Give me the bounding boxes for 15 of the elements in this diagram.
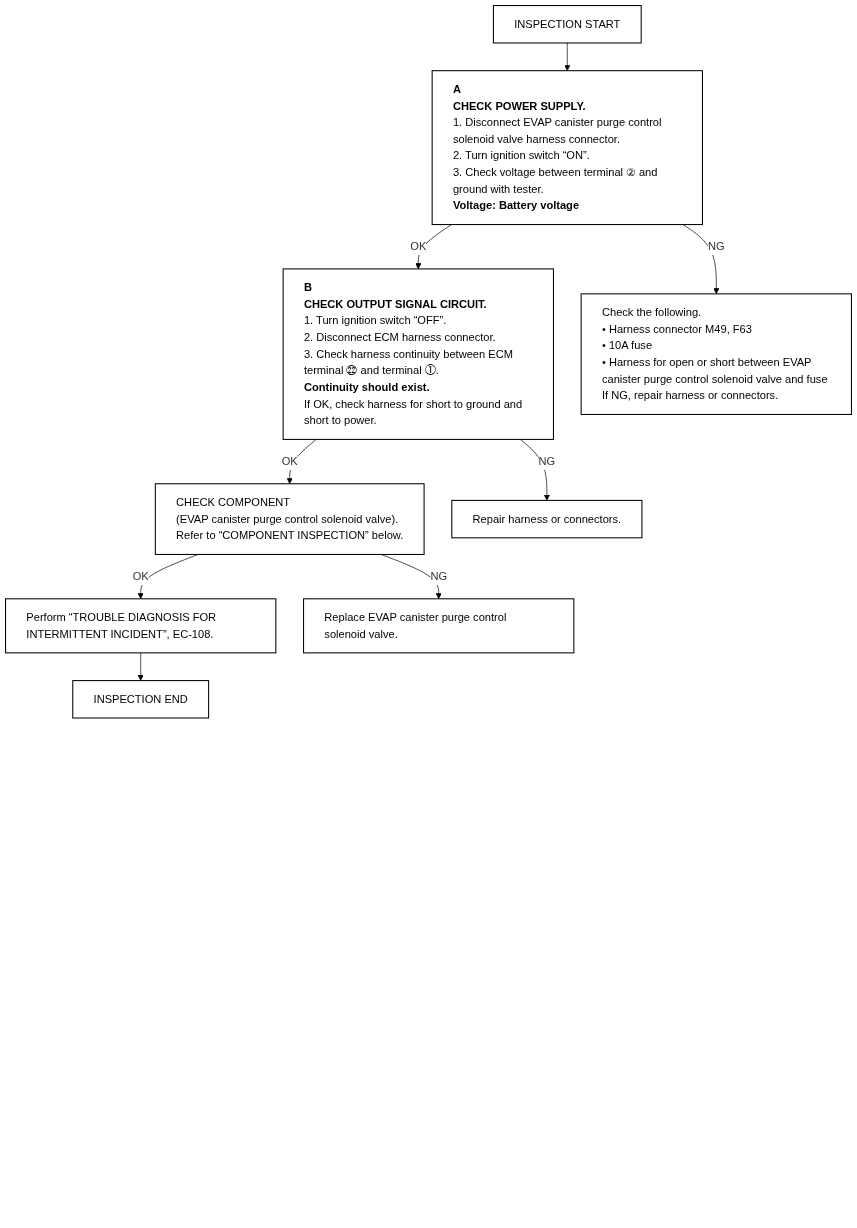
node-box: A CHECK POWER SUPPLY. 1. Disconnect EVAP canister purge control solenoid valve harness connector. 2. Turn ignition switch “ON”. 3. Check voltage between terminal ② and ground with tester. Voltage: Battery voltage — [431, 70, 703, 226]
node-box: Replace EVAP canister purge control solenoid valve. — [303, 598, 575, 654]
edge-label: OK — [281, 455, 298, 468]
node-box: Check the following. • Harness connector M49, F63 • 10A fuse • Harness for open or short between EVAP canister purge control solenoid valve and fuse If NG, repair harness or connectors. — [580, 293, 852, 415]
node-box: INSPECTION END — [72, 680, 210, 719]
node-box: Perform “TROUBLE DIAGNOSIS FOR INTERMITTENT INCIDENT”, EC-108. — [5, 598, 277, 654]
edge-label: OK — [132, 570, 149, 583]
node-box: Repair harness or connectors. — [451, 499, 643, 539]
edge-label: OK — [410, 240, 427, 253]
node-box: CHECK COMPONENT (EVAP canister purge control solenoid valve). Refer to “COMPONENT INSPECTION” below. — [154, 483, 425, 555]
edge-label: NG — [707, 240, 725, 253]
edge-label: NG — [538, 455, 556, 468]
edge-label: NG — [430, 570, 448, 583]
node-box: INSPECTION START — [492, 5, 642, 44]
node-box: B CHECK OUTPUT SIGNAL CIRCUIT. 1. Turn ignition switch “OFF”. 2. Disconnect ECM harness connector. 3. Check harness continuity between ECM terminal ㉒ and terminal ①. Continuity should exist. If OK, check harness for short to ground and short to power. — [282, 268, 554, 440]
